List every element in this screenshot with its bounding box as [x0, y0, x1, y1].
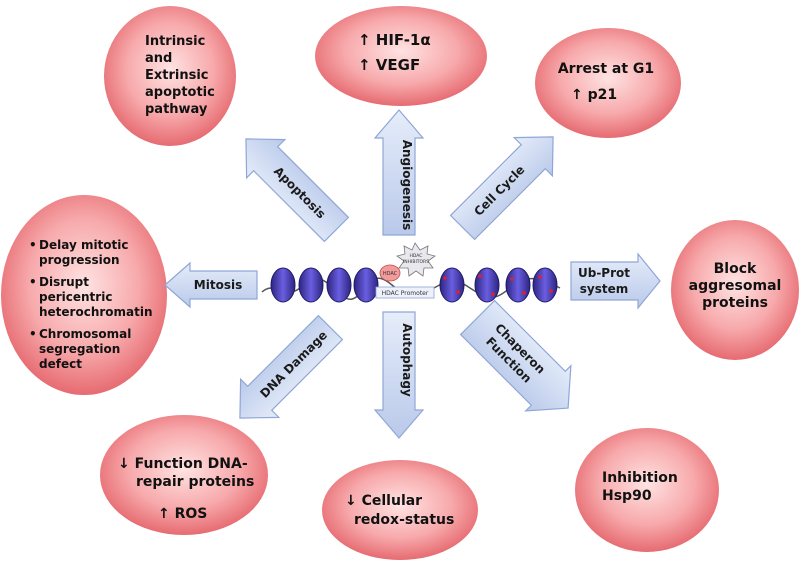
mitotic-b1-l2: progression — [39, 253, 120, 267]
mitotic-b3-l3: defect — [39, 357, 82, 371]
text-dna-repair: ↓ Function DNA- repair proteins ↑ ROS — [118, 456, 254, 522]
redox-line-1: ↓ Cellular — [345, 493, 422, 509]
text-mitotic: • Delay mitotic progression • Disrupt pe… — [29, 238, 153, 371]
bullet-1: • — [29, 238, 37, 252]
arrest-line-1: Arrest at G1 — [558, 61, 654, 77]
aggresomal-line-2: aggresomal — [689, 278, 782, 294]
arrow-cell-cycle: Cell Cycle — [449, 136, 554, 241]
hdac-promoter-box: HDAC Promoter — [375, 286, 435, 299]
bubble-angiogenesis-markers — [315, 6, 487, 106]
mitotic-b3-l2: segregation — [39, 342, 120, 356]
mitotic-b3-l1: Chromosomal — [39, 327, 131, 341]
text-hsp90: Inhibition Hsp90 — [602, 470, 678, 504]
text-angio: ↑ HIF-1α ↑ VEGF — [358, 31, 431, 74]
arrow-label-mitosis: Mitosis — [194, 278, 242, 292]
arrow-mitosis: Mitosis — [164, 261, 258, 309]
hdac-enzyme: HDAC — [379, 264, 401, 282]
mitotic-b2-l1: Disrupt — [39, 275, 89, 289]
hdac-inhibitor-badge: HDAC INHIBITORS — [396, 242, 436, 277]
arrest-line-2: ↑ p21 — [571, 87, 617, 103]
apoptotic-line-1: Intrinsic — [145, 34, 205, 49]
bubble-mitotic-effects — [1, 195, 167, 395]
arrow-apoptosis: Apoptosis — [245, 138, 350, 243]
aggresomal-line-3: proteins — [702, 295, 768, 311]
hsp90-line-1: Inhibition — [602, 470, 678, 486]
hdac-inhibitors-label-2: INHIBITORS — [403, 259, 429, 265]
text-redox: ↓ Cellular redox-status — [345, 493, 454, 528]
apoptotic-line-2: and — [145, 51, 172, 66]
bubble-dna-repair — [100, 415, 268, 535]
mitotic-b1-l1: Delay mitotic — [39, 238, 129, 252]
hdac-promoter-label: HDAC Promoter — [382, 290, 429, 297]
dna-repair-line-1: ↓ Function DNA- — [118, 456, 248, 472]
chromatin-center: HDAC INHIBITORS HDAC HDAC Promoter — [261, 242, 561, 303]
hdac-inhibitors-label: HDAC — [410, 253, 423, 259]
hdac-label: HDAC — [383, 271, 398, 277]
bubble-aggresomal — [671, 220, 799, 360]
text-aggresomal: Block aggresomal proteins — [689, 261, 782, 311]
arrow-label-ub-prot-2: system — [580, 282, 629, 296]
arrow-ub-prot: Ub-Prot system — [570, 252, 661, 310]
bubble-redox — [322, 460, 478, 560]
arrow-dna-damage: DNA Damage — [239, 314, 344, 419]
bullet-2: • — [29, 275, 37, 289]
bubble-cell-cycle-arrest — [535, 28, 681, 138]
mitotic-b2-l2: pericentric — [39, 290, 112, 304]
text-apoptotic: Intrinsic and Extrinsic apoptotic pathwa… — [145, 34, 215, 117]
bubble-apoptotic-pathway — [104, 6, 236, 146]
arrow-label-angiogenesis: Angiogenesis — [400, 140, 414, 231]
dna-repair-line-2: repair proteins — [136, 474, 254, 490]
hsp90-line-2: Hsp90 — [602, 488, 652, 504]
arrow-label-autophagy: Autophagy — [400, 323, 414, 397]
apoptotic-line-5: pathway — [145, 102, 208, 117]
text-arrest: Arrest at G1 ↑ p21 — [558, 61, 654, 103]
nucleosomes-right — [439, 267, 558, 303]
nucleosomes-left — [270, 267, 379, 303]
angio-line-1: ↑ HIF-1α — [358, 31, 431, 49]
apoptotic-line-4: apoptotic — [145, 85, 215, 100]
bubble-hsp90 — [575, 428, 719, 552]
angio-line-2: ↑ VEGF — [358, 56, 420, 74]
bullet-3: • — [29, 327, 37, 341]
arrow-autophagy: Autophagy — [373, 311, 425, 439]
redox-line-2: redox-status — [354, 512, 454, 528]
arrow-label-ub-prot-1: Ub-Prot — [578, 266, 630, 280]
arrow-label-dna-damage: DNA Damage — [257, 328, 330, 401]
arrow-chaperon: Chaperon Function — [459, 299, 572, 412]
apoptotic-line-3: Extrinsic — [145, 68, 209, 83]
dna-repair-line-3: ↑ ROS — [158, 506, 207, 522]
arrow-angiogenesis: Angiogenesis — [373, 109, 425, 236]
aggresomal-line-1: Block — [714, 261, 757, 277]
mitotic-b2-l3: heterochromatin — [39, 305, 153, 319]
